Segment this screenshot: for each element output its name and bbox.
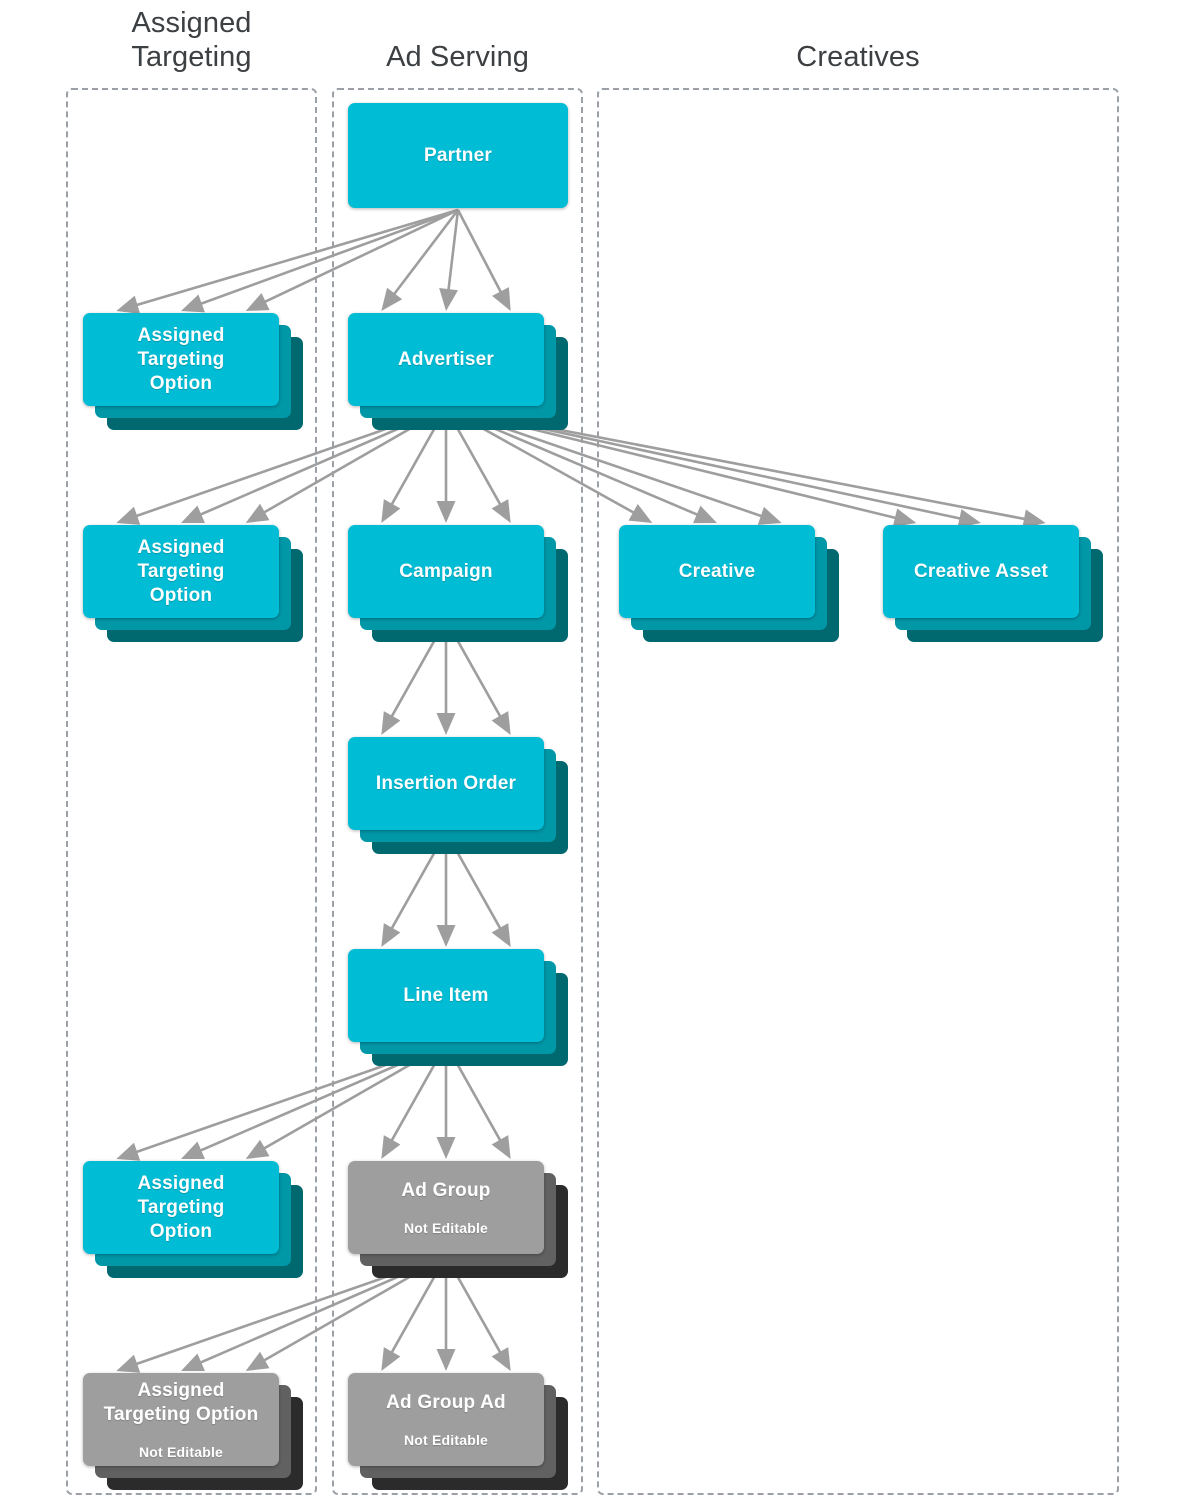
node-sublabel-ad-group-ad: Not Editable bbox=[403, 1431, 489, 1448]
node-assigned-targeting-option-3[interactable]: Assigned Targeting Option bbox=[83, 1161, 303, 1278]
node-label-creative-asset: Creative Asset bbox=[913, 560, 1049, 582]
node-label-campaign: Campaign bbox=[399, 560, 493, 582]
node-advertiser[interactable]: Advertiser bbox=[348, 313, 568, 430]
node-label-advertiser: Advertiser bbox=[398, 348, 494, 370]
node-face-insertion-order[interactable]: Insertion Order bbox=[348, 737, 544, 830]
node-label-assigned-targeting-option-4: Assigned Targeting Option bbox=[103, 1379, 259, 1425]
lane-title-ad-serving: Ad Serving bbox=[386, 41, 529, 73]
node-ad-group-ad[interactable]: Ad Group Ad Not Editable bbox=[348, 1373, 568, 1490]
node-label-ad-group: Ad Group bbox=[401, 1179, 491, 1201]
node-label-insertion-order: Insertion Order bbox=[375, 772, 517, 794]
node-insertion-order[interactable]: Insertion Order bbox=[348, 737, 568, 854]
node-sublabel-assigned-targeting-option-4: Not Editable bbox=[138, 1443, 224, 1460]
node-label-assigned-targeting-option-2: Assigned Targeting Option bbox=[137, 536, 225, 606]
node-face-assigned-targeting-option-3[interactable]: Assigned Targeting Option bbox=[83, 1161, 279, 1254]
node-label-assigned-targeting-option-3: Assigned Targeting Option bbox=[137, 1172, 225, 1242]
lane-container-assigned-targeting bbox=[66, 88, 317, 1495]
node-face-creative-asset[interactable]: Creative Asset bbox=[883, 525, 1079, 618]
lane-container-creatives bbox=[597, 88, 1119, 1495]
lane-title-assigned-targeting: Assigned Targeting bbox=[131, 7, 252, 73]
node-face-advertiser[interactable]: Advertiser bbox=[348, 313, 544, 406]
node-assigned-targeting-option-1[interactable]: Assigned Targeting Option bbox=[83, 313, 303, 430]
node-face-assigned-targeting-option-1[interactable]: Assigned Targeting Option bbox=[83, 313, 279, 406]
node-face-campaign[interactable]: Campaign bbox=[348, 525, 544, 618]
node-face-assigned-targeting-option-2[interactable]: Assigned Targeting Option bbox=[83, 525, 279, 618]
node-line-item[interactable]: Line Item bbox=[348, 949, 568, 1066]
node-label-creative: Creative bbox=[678, 560, 756, 582]
node-assigned-targeting-option-2[interactable]: Assigned Targeting Option bbox=[83, 525, 303, 642]
node-label-partner: Partner bbox=[424, 144, 492, 166]
node-face-line-item[interactable]: Line Item bbox=[348, 949, 544, 1042]
node-face-ad-group-ad[interactable]: Ad Group Ad Not Editable bbox=[348, 1373, 544, 1466]
lane-container-ad-serving bbox=[332, 88, 583, 1495]
node-face-partner[interactable]: Partner bbox=[348, 103, 568, 208]
node-creative[interactable]: Creative bbox=[619, 525, 839, 642]
node-label-ad-group-ad: Ad Group Ad bbox=[386, 1391, 506, 1413]
lane-title-creatives: Creatives bbox=[796, 41, 920, 73]
node-partner[interactable]: Partner bbox=[348, 103, 592, 232]
node-sublabel-ad-group: Not Editable bbox=[403, 1219, 489, 1236]
node-label-line-item: Line Item bbox=[403, 984, 489, 1006]
node-campaign[interactable]: Campaign bbox=[348, 525, 568, 642]
node-creative-asset[interactable]: Creative Asset bbox=[883, 525, 1103, 642]
node-face-creative[interactable]: Creative bbox=[619, 525, 815, 618]
node-label-assigned-targeting-option-1: Assigned Targeting Option bbox=[137, 324, 225, 394]
